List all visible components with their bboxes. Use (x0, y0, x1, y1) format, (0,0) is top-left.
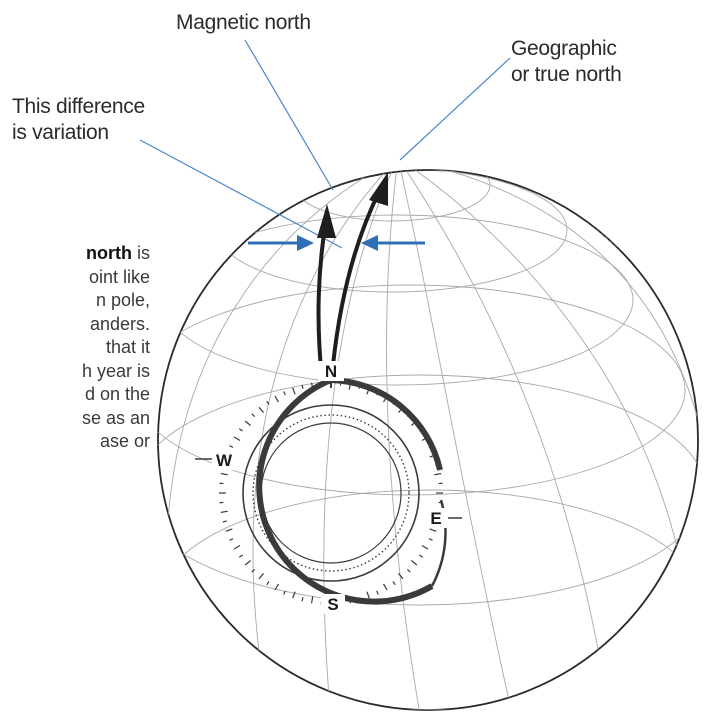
geographic-north-leader (399, 57, 511, 161)
compass-tick (225, 528, 233, 532)
compass-north-letter: N (325, 362, 337, 381)
compass-tick (222, 520, 227, 523)
compass-west-letter: W (216, 451, 233, 470)
side-line-4: anders. (89, 313, 150, 334)
compass-center-ring (260, 422, 402, 564)
compass-tick (244, 560, 251, 566)
variation-label-line2: is variation (12, 121, 109, 144)
compass-tick (233, 436, 241, 442)
compass-tick (220, 510, 228, 514)
compass-tick (382, 583, 388, 591)
compass-dotted-ring (252, 414, 410, 572)
compass-tick (238, 554, 243, 558)
compass-tick (292, 387, 296, 395)
side-line-1: north is (0, 242, 150, 266)
geographic-north-label-line2: or true north (511, 63, 622, 86)
compass-tick (348, 382, 352, 390)
compass-tick (376, 590, 379, 595)
compass-tick (274, 583, 280, 591)
compass-tick (266, 581, 270, 586)
north-arrows (316, 172, 388, 381)
compass-tick (283, 391, 286, 396)
compass-tick (392, 400, 396, 405)
side-line-8: se as an (81, 407, 150, 428)
compass-tick (435, 463, 440, 466)
side-line-7: d on the (84, 384, 150, 404)
compass-tick (283, 590, 286, 595)
compass-tick (274, 395, 280, 403)
variation-arrows (248, 235, 425, 251)
compass-outer-ring (256, 377, 434, 605)
compass-tick (411, 560, 418, 566)
side-bold-term: north (86, 243, 132, 263)
compass-tick (238, 428, 243, 432)
compass-tick (398, 406, 404, 413)
magnetic-north-leader (244, 39, 334, 191)
compass-tick (258, 573, 264, 580)
compass-tick (421, 436, 429, 442)
true-north-arrow (331, 189, 382, 366)
side-line-5: that it (105, 337, 150, 357)
compass-tick (301, 597, 304, 602)
compass-tick (429, 528, 437, 532)
side-line-9: ase or (99, 431, 150, 451)
compass-tick (421, 544, 429, 550)
compass-tick (229, 445, 234, 448)
magnetic-north-label: Magnetic north (176, 11, 311, 34)
compass-tick (358, 384, 361, 389)
compass-tick (382, 395, 388, 403)
compass-tick (366, 387, 370, 395)
compass-tick (310, 596, 314, 604)
compass-tick (233, 544, 241, 550)
compass-tick (220, 472, 228, 476)
compass-tick (406, 568, 411, 573)
compass-tick (434, 472, 442, 476)
compass-tick (406, 413, 411, 418)
compass-tick (266, 400, 270, 405)
compass-tick (392, 581, 396, 586)
compass-tick (429, 454, 437, 458)
compass-tick (348, 596, 352, 604)
compass-tick (229, 538, 234, 541)
compass-tick (310, 382, 314, 390)
compass-tick (419, 554, 424, 558)
compass-tick (251, 568, 256, 573)
side-line-6: h year is (81, 360, 150, 381)
side-line-2: oint like (88, 266, 150, 287)
compass-tick (358, 597, 361, 602)
compass-tick (292, 591, 296, 599)
variation-leader (139, 139, 343, 249)
compass-tick (419, 428, 424, 432)
side-line-3: n pole, (95, 290, 150, 310)
compass-tick (398, 573, 404, 580)
compass-tick (251, 413, 256, 418)
compass-tick (366, 591, 370, 599)
compass-tick (301, 384, 304, 389)
compass-south-letter: S (327, 595, 338, 614)
compass-inner-ring (242, 404, 420, 582)
compass-tick (428, 445, 433, 448)
variation-label-line1: This difference (12, 95, 145, 118)
compass-tick (376, 391, 379, 396)
side-paragraph: north is oint like n pole, anders. that … (0, 242, 150, 454)
compass-tick (428, 538, 433, 541)
compass-tick (258, 406, 264, 413)
compass-east-letter: E (430, 509, 441, 528)
compass-tick (244, 420, 251, 426)
side-line-1-rest: is (132, 243, 150, 263)
geographic-north-label-line1: Geographic (511, 37, 617, 60)
compass: N W E S (195, 361, 462, 614)
compass-tick (411, 420, 418, 426)
